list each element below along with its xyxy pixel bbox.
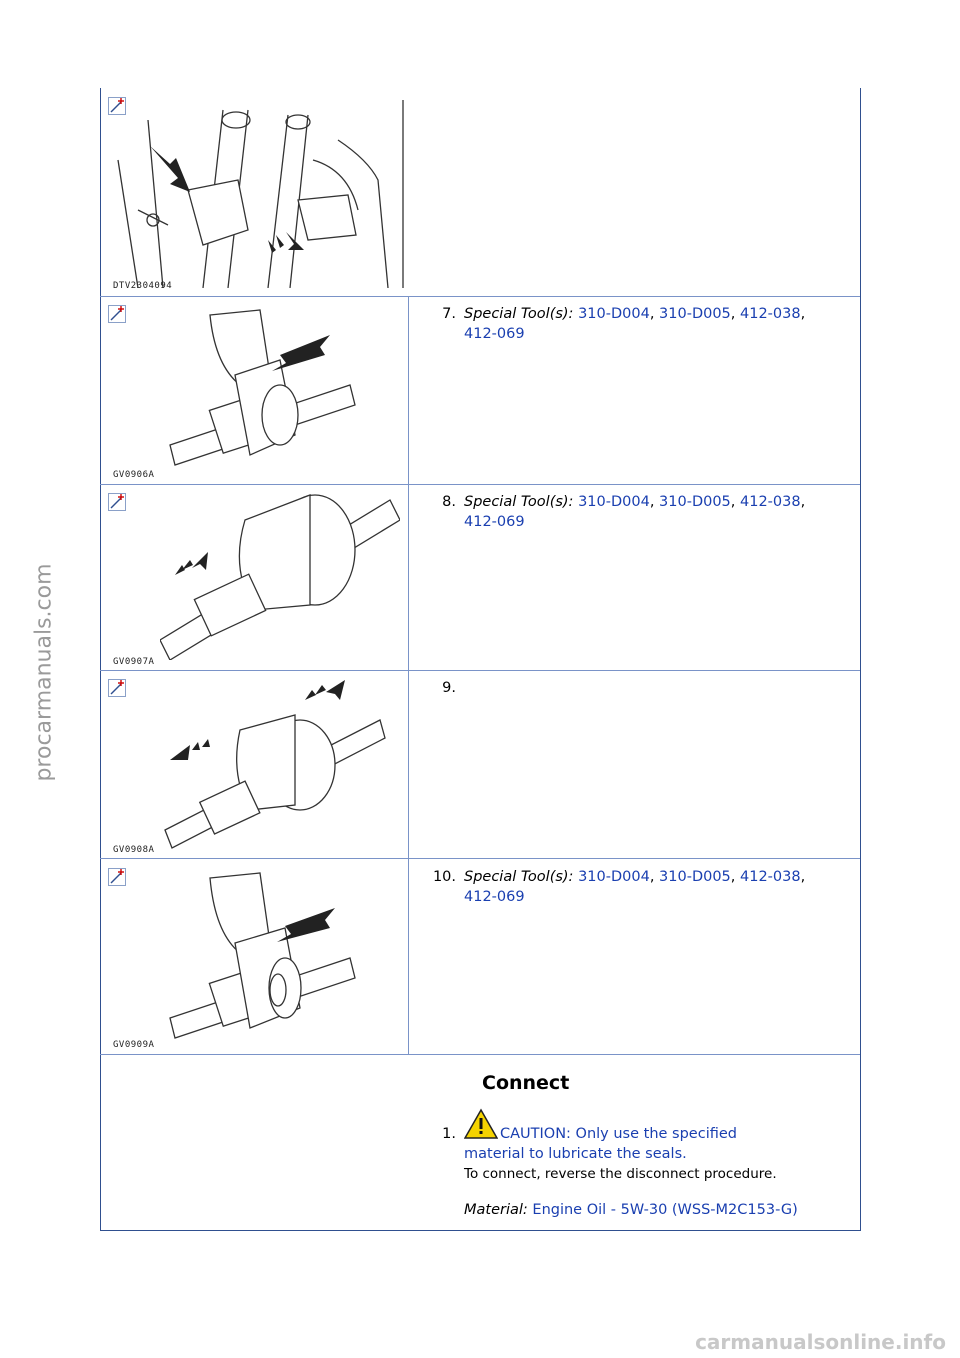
- connect-instruction: To connect, reverse the disconnect proce…: [464, 1166, 777, 1182]
- tool-link[interactable]: 310-D004: [578, 869, 650, 885]
- figure-tool-fitted: [169, 309, 356, 466]
- row-divider: [100, 484, 860, 485]
- tool-link[interactable]: 310-D004: [578, 494, 650, 510]
- caution-text: material to lubricate the seals.: [464, 1146, 687, 1162]
- figure-tool-release: [164, 680, 386, 849]
- zoom-icon[interactable]: [108, 493, 126, 511]
- tool-link[interactable]: 412-069: [464, 514, 525, 530]
- figure-code: GV0909A: [113, 1040, 155, 1050]
- figure-tool-closed: [160, 494, 400, 660]
- tool-link[interactable]: 310-D004: [578, 306, 650, 322]
- material-label: Material:: [464, 1202, 528, 1218]
- step-number: 8.: [442, 494, 456, 510]
- tool-link[interactable]: 412-038: [740, 869, 801, 885]
- tool-link[interactable]: 412-038: [740, 494, 801, 510]
- caution-icon: [464, 1108, 498, 1139]
- figure-tool-seal: [169, 872, 356, 1039]
- tool-link[interactable]: 412-038: [740, 306, 801, 322]
- tool-link[interactable]: 412-069: [464, 326, 525, 342]
- figure-code: DTV2304094: [113, 281, 173, 291]
- column-divider: [408, 296, 409, 1054]
- material-link[interactable]: Engine Oil - 5W-30 (WSS-M2C153-G): [532, 1202, 798, 1218]
- step-number: 1.: [442, 1126, 456, 1142]
- step-number: 7.: [442, 306, 456, 322]
- special-tools-label: Special Tool(s):: [464, 306, 574, 322]
- row-divider: [100, 1054, 860, 1055]
- procedure-table: [100, 88, 861, 1231]
- row-divider: [100, 670, 860, 671]
- special-tools-label: Special Tool(s):: [464, 494, 574, 510]
- row-divider: [100, 858, 860, 859]
- row-divider: [100, 296, 860, 297]
- special-tools-label: Special Tool(s):: [464, 869, 574, 885]
- footer-watermark: carmanualsonline.info: [695, 1330, 946, 1354]
- tool-link[interactable]: 310-D005: [659, 869, 731, 885]
- caution-text: CAUTION: Only use the specified: [500, 1126, 737, 1142]
- figure-code: GV0906A: [113, 470, 155, 480]
- tool-link[interactable]: 310-D005: [659, 306, 731, 322]
- side-watermark: procarmanuals.com: [31, 563, 57, 782]
- tool-link[interactable]: 412-069: [464, 889, 525, 905]
- step-number: 10.: [432, 869, 456, 885]
- figure-fuel-lines: [117, 100, 404, 288]
- section-heading: Connect: [482, 1072, 570, 1094]
- zoom-icon[interactable]: [108, 305, 126, 323]
- zoom-icon[interactable]: [108, 868, 126, 886]
- tool-link[interactable]: 310-D005: [659, 494, 731, 510]
- zoom-icon[interactable]: [108, 97, 126, 115]
- step-number: 9.: [442, 680, 456, 696]
- figure-code: GV0908A: [113, 845, 155, 855]
- zoom-icon[interactable]: [108, 679, 126, 697]
- figure-code: GV0907A: [113, 657, 155, 667]
